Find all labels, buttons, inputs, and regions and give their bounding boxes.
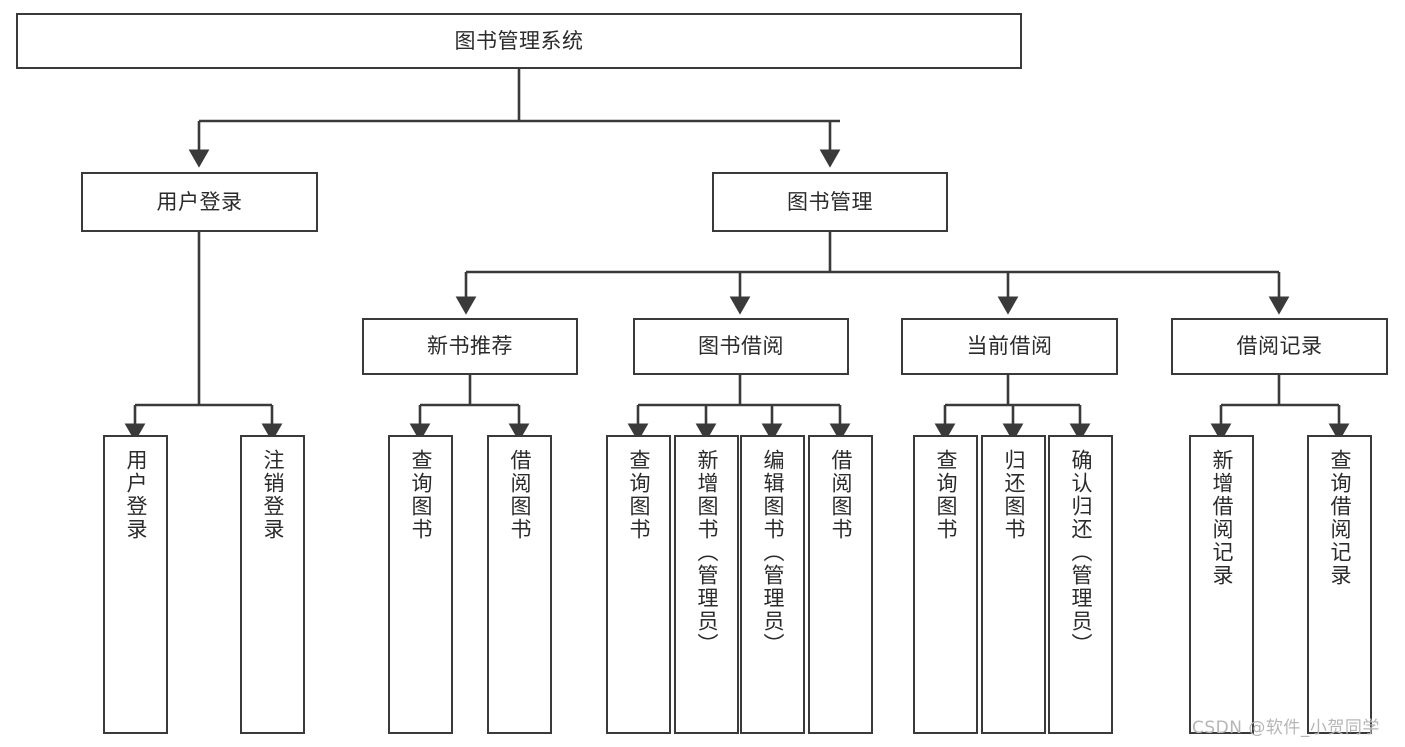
node-leaf-borrow-book-recommend-label: 借阅图书	[508, 449, 532, 541]
node-root-label: 图书管理系统	[454, 28, 584, 53]
node-leaf-query-borrow-record[interactable]: 查询借阅记录	[1307, 435, 1372, 734]
node-leaf-user-login-label: 用户登录	[124, 449, 148, 541]
node-leaf-return-book[interactable]: 归还图书	[981, 435, 1046, 734]
node-leaf-query-book-recommend-label: 查询图书	[409, 449, 433, 541]
node-book-borrow[interactable]: 图书借阅	[633, 318, 849, 375]
node-leaf-borrow-book-recommend[interactable]: 借阅图书	[487, 435, 552, 734]
node-current-borrow-label: 当前借阅	[966, 334, 1053, 359]
node-leaf-borrow-book-label: 借阅图书	[829, 449, 853, 541]
node-borrow-record[interactable]: 借阅记录	[1171, 318, 1388, 375]
node-leaf-add-borrow-record[interactable]: 新增借阅记录	[1189, 435, 1254, 734]
node-user-login-label: 用户登录	[156, 189, 243, 214]
node-leaf-return-book-label: 归还图书	[1002, 449, 1026, 541]
node-current-borrow[interactable]: 当前借阅	[901, 318, 1118, 375]
node-root[interactable]: 图书管理系统	[16, 13, 1022, 69]
node-leaf-confirm-return-admin[interactable]: 确认归还（管理员）	[1048, 435, 1113, 734]
node-leaf-query-book-borrow[interactable]: 查询图书	[606, 435, 671, 734]
node-leaf-query-book-current-label: 查询图书	[934, 449, 958, 541]
node-borrow-record-label: 借阅记录	[1236, 334, 1323, 359]
node-leaf-user-login[interactable]: 用户登录	[103, 435, 168, 734]
node-leaf-edit-book-admin-label: 编辑图书（管理员）	[761, 449, 785, 656]
node-leaf-query-book-recommend[interactable]: 查询图书	[388, 435, 453, 734]
node-leaf-query-book-borrow-label: 查询图书	[627, 449, 651, 541]
node-leaf-logout-login[interactable]: 注销登录	[240, 435, 305, 734]
node-leaf-query-book-current[interactable]: 查询图书	[913, 435, 978, 734]
node-book-borrow-label: 图书借阅	[698, 334, 784, 359]
node-leaf-add-borrow-record-label: 新增借阅记录	[1210, 449, 1234, 587]
node-leaf-add-book-admin[interactable]: 新增图书（管理员）	[674, 435, 739, 734]
node-user-login[interactable]: 用户登录	[81, 172, 318, 232]
node-book-management-label: 图书管理	[787, 189, 873, 214]
node-leaf-edit-book-admin[interactable]: 编辑图书（管理员）	[740, 435, 805, 734]
node-leaf-confirm-return-admin-label: 确认归还（管理员）	[1069, 449, 1093, 656]
node-leaf-borrow-book[interactable]: 借阅图书	[808, 435, 873, 734]
node-leaf-query-borrow-record-label: 查询借阅记录	[1328, 449, 1352, 587]
node-leaf-logout-login-label: 注销登录	[261, 449, 285, 541]
node-leaf-add-book-admin-label: 新增图书（管理员）	[695, 449, 719, 656]
node-new-book-recommend-label: 新书推荐	[427, 334, 513, 359]
watermark-text: CSDN @软件_小贺同学	[1192, 718, 1380, 738]
node-book-management[interactable]: 图书管理	[712, 172, 948, 232]
node-new-book-recommend[interactable]: 新书推荐	[362, 318, 578, 375]
